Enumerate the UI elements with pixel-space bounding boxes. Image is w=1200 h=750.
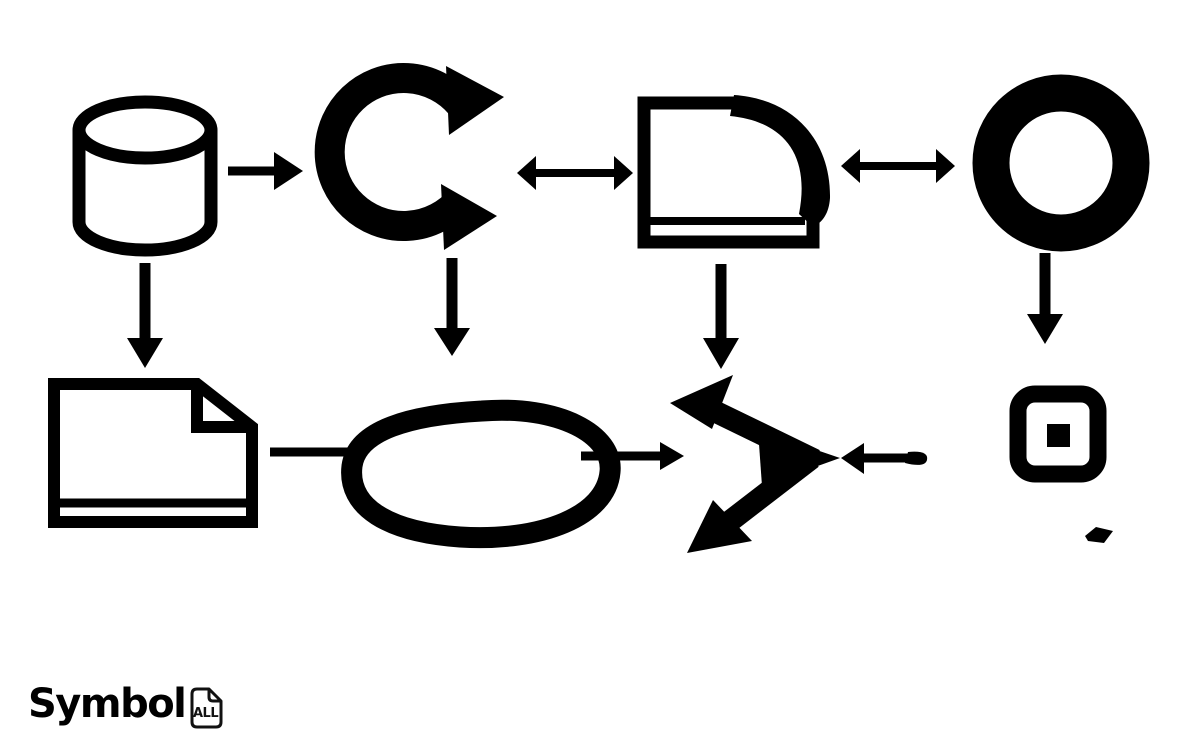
arrowhead — [703, 338, 739, 369]
hand-drawn-ellipse-icon — [341, 399, 621, 549]
center-dot — [1047, 424, 1070, 447]
split-arrowhead-right — [758, 430, 840, 486]
arrowhead — [127, 338, 163, 368]
document-fold — [191, 384, 252, 433]
ellipse-stroke — [341, 399, 621, 549]
brand-logo: Symbol ALL — [28, 684, 226, 730]
folded-corner-document-icon — [48, 378, 258, 528]
arrowhead — [274, 152, 303, 190]
brand-name: Symbol — [28, 681, 187, 727]
arrow-right-connector-2 — [581, 442, 684, 470]
database-cylinder-icon — [72, 95, 218, 257]
logo-page-fold — [207, 689, 222, 703]
loop-arc — [314, 63, 472, 241]
logo-page-outline — [190, 687, 223, 729]
arrow-right-connector-1 — [228, 152, 303, 190]
split-arrowhead-upleft — [670, 375, 733, 429]
down-arrow-connector-4 — [1027, 253, 1063, 344]
arrowhead-right — [936, 149, 955, 183]
arrowhead — [660, 442, 684, 470]
curled-corner-page-icon — [637, 95, 831, 249]
cylinder-top — [72, 95, 218, 165]
arrowhead — [434, 328, 470, 356]
loop-top-arrowhead — [446, 66, 504, 135]
loop-bottom-arrowhead — [441, 184, 497, 250]
arrowhead-left — [517, 156, 536, 190]
arrow-tail-blob — [905, 451, 928, 465]
arrowhead-left — [841, 149, 860, 183]
down-arrow-connector-3 — [703, 264, 739, 369]
circular-loop-arrow-icon — [314, 63, 504, 250]
double-arrow-connector-2 — [841, 149, 955, 183]
down-arrow-connector-2 — [434, 258, 470, 356]
down-arrow-connector-1 — [127, 263, 163, 368]
bold-ring-icon — [972, 74, 1150, 252]
double-arrow-connector-1 — [517, 156, 633, 190]
framed-dot-square-icon — [1009, 385, 1107, 483]
split-arrowhead-downleft — [687, 500, 752, 553]
page-curl — [730, 95, 831, 227]
arrow-left-connector — [841, 443, 928, 474]
ring — [972, 74, 1150, 252]
ink-speck — [1085, 527, 1113, 543]
arrowhead-right — [614, 156, 633, 190]
arrowhead — [1027, 314, 1063, 344]
three-way-split-arrow-icon — [670, 375, 840, 553]
logo-icon-text: ALL — [193, 706, 218, 721]
speck — [1085, 527, 1113, 543]
arrowhead — [841, 443, 864, 474]
logo-page-icon: ALL — [190, 687, 223, 729]
